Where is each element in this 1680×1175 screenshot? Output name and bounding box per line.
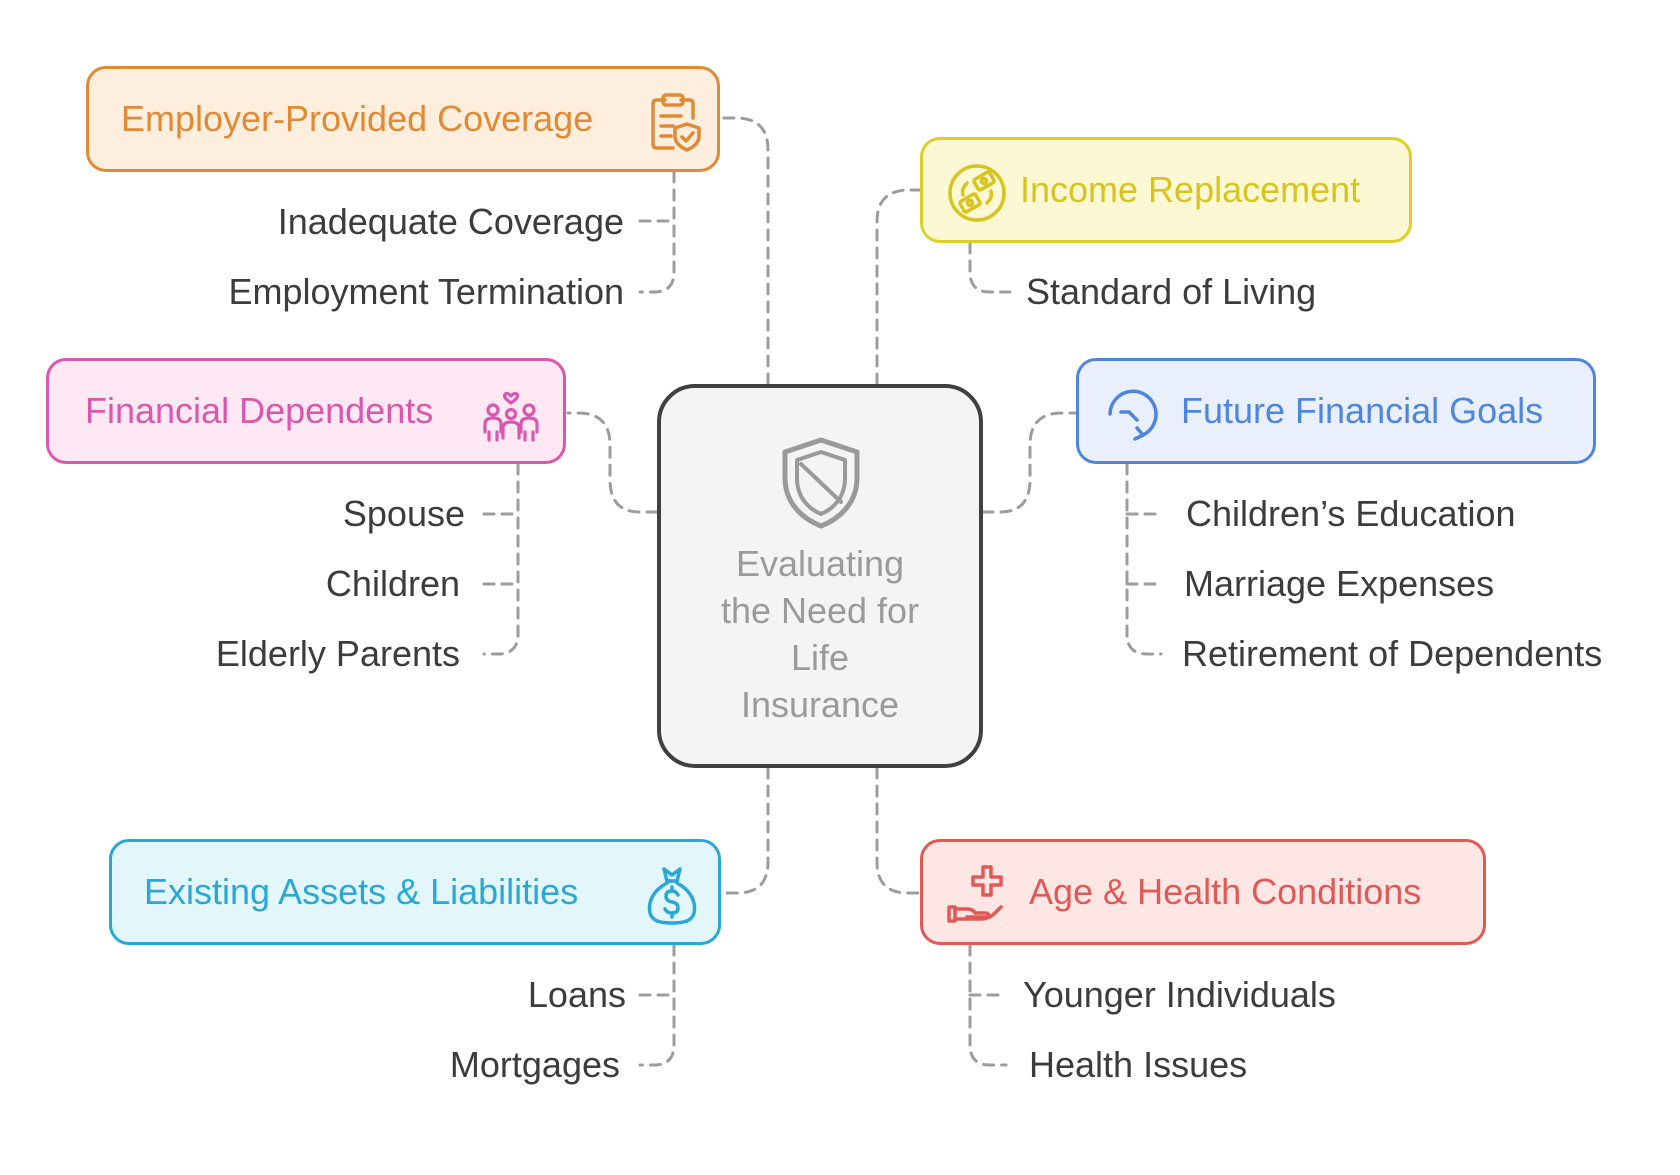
center-title-line: the Need for xyxy=(720,590,920,631)
node-financial-dependents: Financial Dependents xyxy=(46,358,566,464)
connector-center-income xyxy=(875,188,922,386)
node-title: Age & Health Conditions xyxy=(1029,871,1422,912)
connector-dependents-leaves xyxy=(482,462,520,656)
circular-arrow-icon xyxy=(1108,389,1158,441)
connector-goals-leaves xyxy=(1125,462,1163,656)
connector-center-goals xyxy=(981,411,1078,514)
connector-center-assets xyxy=(721,766,770,895)
leaf-item: Health Issues xyxy=(1029,1044,1248,1085)
leaf-item: Mortgages xyxy=(449,1044,620,1085)
leaf-item: Employment Termination xyxy=(228,271,624,312)
node-income-replacement: Income Replacement xyxy=(920,137,1412,243)
node-title: Employer-Provided Coverage xyxy=(121,98,594,139)
leaf-item: Loans xyxy=(527,974,626,1015)
node-existing-assets-liabilities: Existing Assets & Liabilities xyxy=(109,839,721,945)
node-employer-coverage: Employer-Provided Coverage xyxy=(86,66,720,172)
shield-icon xyxy=(782,437,860,529)
node-future-financial-goals: Future Financial Goals xyxy=(1076,358,1596,464)
center-node: Evaluating the Need for Life Insurance xyxy=(657,384,983,768)
leaf-item: Children’s Education xyxy=(1186,493,1516,534)
connector-center-age xyxy=(875,766,922,895)
family-heart-icon xyxy=(483,391,539,442)
node-title: Financial Dependents xyxy=(85,390,434,431)
leaf-item: Marriage Expenses xyxy=(1184,563,1495,604)
node-title: Income Replacement xyxy=(1020,169,1361,210)
leaf-item: Standard of Living xyxy=(1026,271,1317,312)
center-title-line: Insurance xyxy=(740,684,900,725)
node-age-health-conditions: Age & Health Conditions xyxy=(920,839,1486,945)
node-title: Future Financial Goals xyxy=(1181,390,1544,431)
leaf-item: Children xyxy=(325,563,460,604)
center-title-line: Evaluating xyxy=(735,543,905,584)
connector-center-dependents xyxy=(566,411,659,514)
node-title: Existing Assets & Liabilities xyxy=(144,871,579,912)
connector-assets-leaves xyxy=(638,943,676,1067)
center-title-line: Life xyxy=(790,637,850,678)
hand-medical-cross-icon xyxy=(947,865,1003,923)
connector-employer-leaves xyxy=(638,170,676,294)
leaf-item: Retirement of Dependents xyxy=(1182,633,1603,674)
connector-age-leaves xyxy=(968,943,1008,1067)
clipboard-check-icon xyxy=(651,93,701,152)
leaf-item: Younger Individuals xyxy=(1023,974,1336,1015)
leaf-item: Inadequate Coverage xyxy=(277,201,624,242)
leaf-item: Elderly Parents xyxy=(215,633,460,674)
money-bag-icon xyxy=(647,867,697,925)
leaf-item: Spouse xyxy=(342,493,465,534)
connector-income-leaves xyxy=(968,241,1012,294)
center-title: Evaluating the Need for Life Insurance xyxy=(671,540,969,728)
connector-center-employer xyxy=(720,116,770,386)
money-exchange-icon xyxy=(948,164,1006,222)
